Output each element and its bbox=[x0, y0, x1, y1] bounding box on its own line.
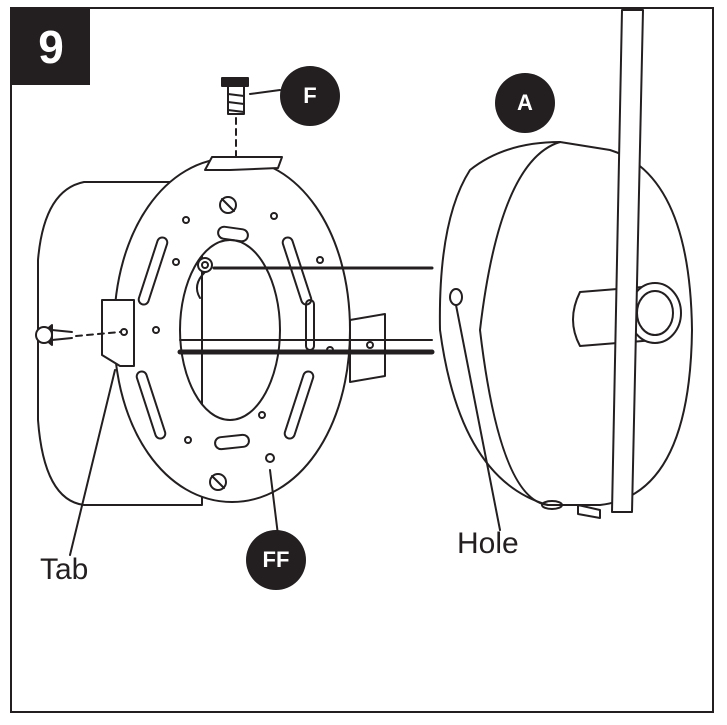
callout-screw-label: F bbox=[303, 83, 317, 108]
diagram-frame bbox=[10, 7, 714, 713]
ff-leader bbox=[269, 469, 279, 536]
callout-bracket-label: FF bbox=[262, 547, 290, 572]
alignment-lines bbox=[177, 266, 435, 355]
canopy-bottom-fittings bbox=[541, 500, 601, 519]
callout-fixture: A bbox=[495, 73, 555, 133]
step-number-badge: 9 bbox=[12, 9, 90, 85]
hole-label: Hole bbox=[457, 527, 519, 560]
callout-bracket: FF bbox=[246, 530, 306, 590]
step-number: 9 bbox=[38, 21, 64, 73]
callout-fixture-label: A bbox=[517, 90, 533, 115]
screw-f bbox=[221, 77, 281, 159]
callout-screw: F bbox=[280, 66, 340, 126]
mounting-bracket bbox=[101, 156, 351, 503]
tab-leader bbox=[69, 369, 116, 556]
tab-screw bbox=[35, 324, 121, 346]
tab-label: Tab bbox=[40, 553, 89, 586]
fixture-rod bbox=[611, 9, 644, 513]
